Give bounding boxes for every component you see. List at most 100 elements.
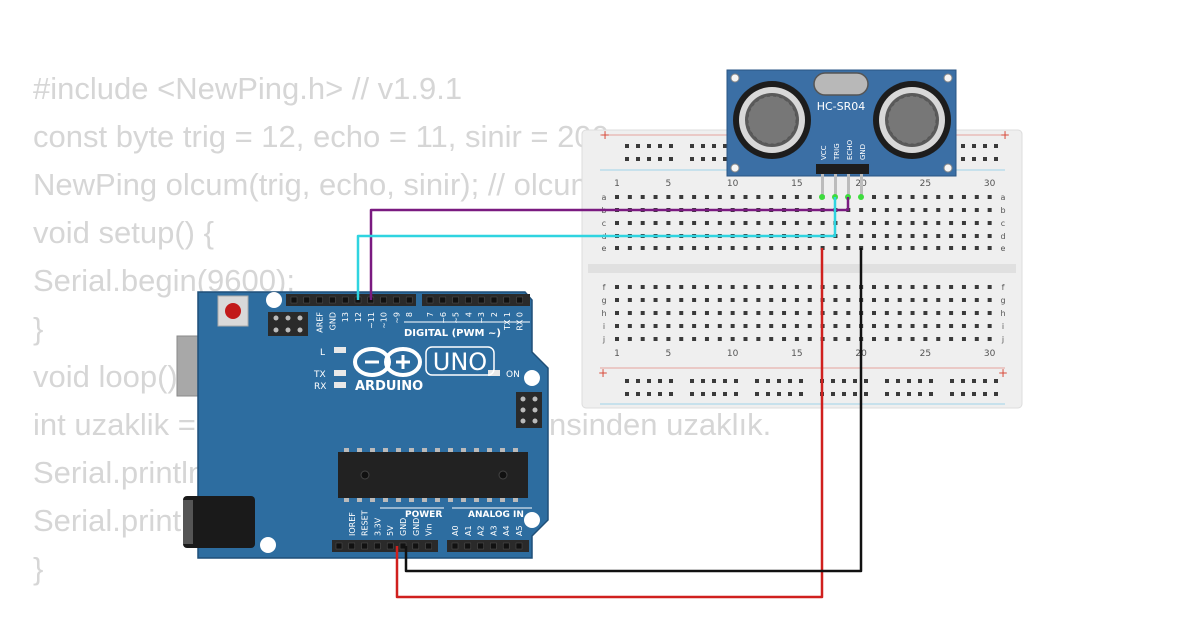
breadboard-hole[interactable] [679,285,684,289]
breadboard-hole[interactable] [949,324,954,328]
rail-hole[interactable] [929,392,933,396]
breadboard-hole[interactable] [987,311,992,315]
breadboard-hole[interactable] [730,221,735,225]
rail-hole[interactable] [690,157,694,161]
breadboard-hole[interactable] [666,298,671,302]
breadboard-hole[interactable] [640,311,645,315]
rail-hole[interactable] [777,379,781,383]
breadboard-hole[interactable] [640,298,645,302]
breadboard-hole[interactable] [949,337,954,341]
breadboard-hole[interactable] [961,234,966,238]
breadboard-hole[interactable] [872,298,876,302]
breadboard-hole[interactable] [615,298,619,302]
rail-hole[interactable] [701,392,705,396]
rail-hole[interactable] [972,379,976,383]
breadboard-hole[interactable] [807,246,812,250]
breadboard-hole[interactable] [884,311,889,315]
breadboard-hole[interactable] [640,337,645,341]
rail-hole[interactable] [658,379,662,383]
breadboard-hole[interactable] [666,195,671,199]
rail-hole[interactable] [647,144,651,148]
breadboard-hole[interactable] [653,221,658,225]
breadboard-hole[interactable] [807,298,812,302]
rail-hole[interactable] [658,392,662,396]
breadboard-hole[interactable] [949,311,954,315]
breadboard-hole[interactable] [615,246,619,250]
breadboard-hole[interactable] [653,311,658,315]
header-pin-hole[interactable] [451,542,459,550]
rail-hole[interactable] [950,392,954,396]
breadboard-hole[interactable] [653,195,658,199]
rail-hole[interactable] [896,392,900,396]
rail-hole[interactable] [864,379,868,383]
breadboard-hole[interactable] [615,311,619,315]
breadboard-hole[interactable] [910,285,915,289]
breadboard-hole[interactable] [679,311,684,315]
breadboard-hole[interactable] [627,285,632,289]
breadboard-hole[interactable] [974,324,979,328]
breadboard-hole[interactable] [756,311,761,315]
breadboard-hole[interactable] [884,246,889,250]
rail-hole[interactable] [625,392,629,396]
breadboard-hole[interactable] [756,285,761,289]
rail-hole[interactable] [734,392,738,396]
header-pin-hole[interactable] [374,542,381,550]
header-pin-hole[interactable] [361,542,368,550]
breadboard-hole[interactable] [782,285,787,289]
breadboard-hole[interactable] [704,285,709,289]
header-pin-hole[interactable] [380,296,387,304]
rail-hole[interactable] [885,392,889,396]
rail-hole[interactable] [831,392,835,396]
header-pin-hole[interactable] [477,542,484,550]
breadboard-hole[interactable] [910,221,915,225]
breadboard-hole[interactable] [704,221,709,225]
breadboard-hole[interactable] [987,208,992,212]
breadboard-hole[interactable] [936,208,941,212]
breadboard-hole[interactable] [704,298,709,302]
breadboard-hole[interactable] [782,195,787,199]
breadboard-hole[interactable] [974,234,979,238]
rail-hole[interactable] [690,379,694,383]
breadboard-hole[interactable] [704,311,709,315]
breadboard-hole[interactable] [807,337,812,341]
rail-hole[interactable] [853,392,857,396]
header-pin-hole[interactable] [290,296,298,304]
breadboard-hole[interactable] [949,234,954,238]
breadboard-hole[interactable] [987,221,992,225]
breadboard-hole[interactable] [627,298,632,302]
breadboard-hole[interactable] [961,208,966,212]
breadboard-hole[interactable] [769,324,774,328]
breadboard-hole[interactable] [987,195,992,199]
breadboard-hole[interactable] [653,337,658,341]
breadboard-hole[interactable] [923,324,928,328]
wire-echo[interactable] [356,197,837,300]
header-pin-hole[interactable] [503,296,511,304]
breadboard-hole[interactable] [756,298,761,302]
header-pin-hole[interactable] [348,542,356,550]
breadboard-hole[interactable] [807,221,812,225]
breadboard-hole[interactable] [936,337,941,341]
rail-hole[interactable] [918,392,922,396]
breadboard-hole[interactable] [910,311,915,315]
breadboard-hole[interactable] [884,208,889,212]
rail-hole[interactable] [669,144,673,148]
breadboard-hole[interactable] [936,324,941,328]
wire-gnd[interactable] [404,248,863,573]
rail-hole[interactable] [961,392,965,396]
breadboard-hole[interactable] [884,337,889,341]
rail-hole[interactable] [701,157,705,161]
rail-hole[interactable] [701,144,705,148]
breadboard-hole[interactable] [653,324,658,328]
breadboard-hole[interactable] [846,337,851,341]
breadboard-hole[interactable] [679,246,684,250]
breadboard-hole[interactable] [807,195,812,199]
breadboard-hole[interactable] [897,311,902,315]
rail-hole[interactable] [853,379,857,383]
breadboard-hole[interactable] [615,285,619,289]
breadboard-hole[interactable] [910,298,915,302]
breadboard-hole[interactable] [666,221,671,225]
breadboard-hole[interactable] [897,324,902,328]
breadboard-hole[interactable] [910,337,915,341]
breadboard-hole[interactable] [717,285,722,289]
header-pin-hole[interactable] [386,542,394,550]
